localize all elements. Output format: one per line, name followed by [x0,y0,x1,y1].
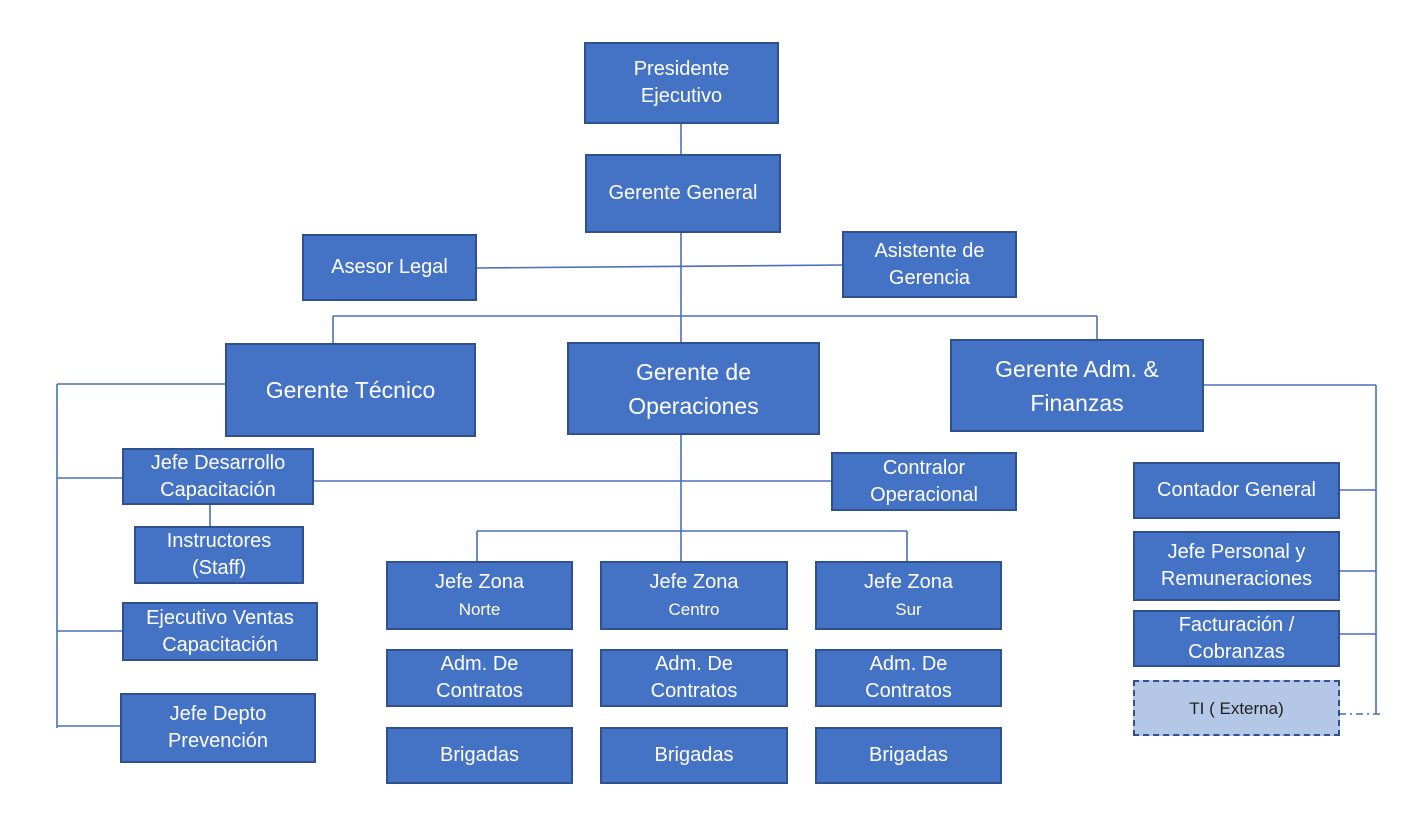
node-contralor-operacional: Contralor Operacional [831,452,1017,511]
node-label: Jefe Personal y Remuneraciones [1160,541,1313,590]
node-ti-externa: TI ( Externa) [1133,680,1340,736]
node-instructores: Instructores (Staff) [134,526,304,584]
node-brigadas-centro: Brigadas [600,727,788,784]
node-label: Jefe Depto Prevención [167,703,269,752]
node-label: Adm. De Contratos [865,653,952,702]
node-brigadas-norte: Brigadas [386,727,573,784]
node-label: Adm. De Contratos [436,653,523,702]
node-label-line2: Sur [895,599,922,619]
node-label: Asesor Legal [331,256,448,278]
node-brigadas-sur: Brigadas [815,727,1002,784]
node-gerente-general: Gerente General [585,154,781,233]
node-gerente-tecnico: Gerente Técnico [225,343,476,437]
node-label-line2: Norte [458,599,501,619]
node-label: Contralor Operacional [870,456,978,506]
node-label: Gerente de Operaciones [628,358,759,419]
node-ejecutivo-ventas: Ejecutivo Ventas Capacitación [122,602,318,661]
node-label: Gerente General [608,182,758,204]
node-label: TI ( Externa) [1189,698,1284,718]
node-adm-contratos-centro: Adm. De Contratos [600,649,788,707]
node-label: Brigadas [869,744,948,766]
node-label: Ejecutivo Ventas Capacitación [146,606,294,656]
node-jefe-personal: Jefe Personal y Remuneraciones [1133,531,1340,601]
node-label: Contador General [1157,479,1316,501]
node-label-line1: Jefe Zona [435,570,524,593]
node-gerente-operaciones: Gerente de Operaciones [567,342,820,435]
node-label: Instructores (Staff) [166,530,272,579]
node-label: Gerente Adm. & Finanzas [995,355,1159,416]
node-label: Adm. De Contratos [650,653,738,702]
node-jefe-desarrollo-capacitacion: Jefe Desarrollo Capacitación [122,448,314,505]
node-contador-general: Contador General [1133,462,1340,519]
node-jefe-depto-prevencion: Jefe Depto Prevención [120,693,316,763]
node-facturacion-cobranzas: Facturación / Cobranzas [1133,610,1340,667]
node-asesor-legal: Asesor Legal [302,234,477,301]
node-label-line1: Jefe Zona [649,570,739,593]
node-label: Brigadas [440,744,519,766]
node-asistente-gerencia: Asistente de Gerencia [842,231,1017,298]
node-presidente-ejecutivo: Presidente Ejecutivo [584,42,779,124]
node-label-line1: Jefe Zona [864,570,953,593]
node-adm-contratos-norte: Adm. De Contratos [386,649,573,707]
node-label: Brigadas [654,744,734,766]
node-label: Asistente de Gerencia [874,239,985,289]
node-label: Gerente Técnico [265,377,436,403]
node-label: Presidente Ejecutivo [633,58,730,107]
node-label: Jefe Desarrollo Capacitación [150,451,286,501]
node-gerente-adm-finanzas: Gerente Adm. & Finanzas [950,339,1204,432]
node-adm-contratos-sur: Adm. De Contratos [815,649,1002,707]
node-label: Facturación / Cobranzas [1178,613,1295,663]
node-label-line2: Centro [668,599,720,619]
